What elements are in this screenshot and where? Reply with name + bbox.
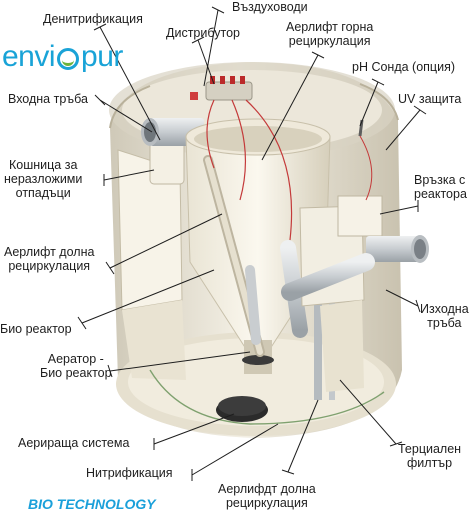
logo-text-right: pur bbox=[81, 40, 123, 73]
label-air-ducts: Въздуховоди bbox=[232, 0, 308, 14]
logo-drop-icon bbox=[57, 48, 80, 70]
left-partition bbox=[117, 139, 186, 380]
label-reactor-connection: Връзка с реактора bbox=[414, 173, 467, 201]
distributor bbox=[190, 76, 373, 241]
label-ph-probe: pH Сонда (опция) bbox=[352, 60, 456, 74]
label-airlift-lower-left: Аерлифт долна рециркулация bbox=[4, 245, 95, 273]
label-basket: Кошница за неразложими отпадъци bbox=[4, 158, 83, 200]
label-outlet-pipe: Изходна тръба bbox=[420, 302, 469, 330]
aeration-system bbox=[149, 369, 385, 425]
label-nitrification: Нитрификация bbox=[86, 466, 173, 480]
bio-technology-tagline: BIO TECHNOLOGY bbox=[28, 496, 156, 512]
label-distributor: Дистрибутор bbox=[166, 26, 240, 40]
label-airlift-upper: Аерлифт горна рециркулация bbox=[286, 20, 374, 48]
logo-text-left: envi bbox=[2, 40, 56, 73]
label-airlift-lower-bottom: Аерлифдт долна рециркулация bbox=[218, 482, 316, 510]
label-aeration-system: Аерираща система bbox=[18, 436, 130, 450]
leader-lines bbox=[77, 6, 427, 481]
label-aerator: Аератор - Био реактор bbox=[40, 352, 112, 380]
label-uv-protection: UV защита bbox=[398, 92, 462, 106]
right-chamber bbox=[281, 195, 429, 392]
label-bio-reactor: Био реактор bbox=[0, 322, 72, 336]
label-tertiary-filter: Терциален филтър bbox=[398, 442, 462, 470]
label-inlet-pipe: Входна тръба bbox=[8, 92, 88, 106]
label-denitrification: Денитрификация bbox=[43, 12, 143, 26]
